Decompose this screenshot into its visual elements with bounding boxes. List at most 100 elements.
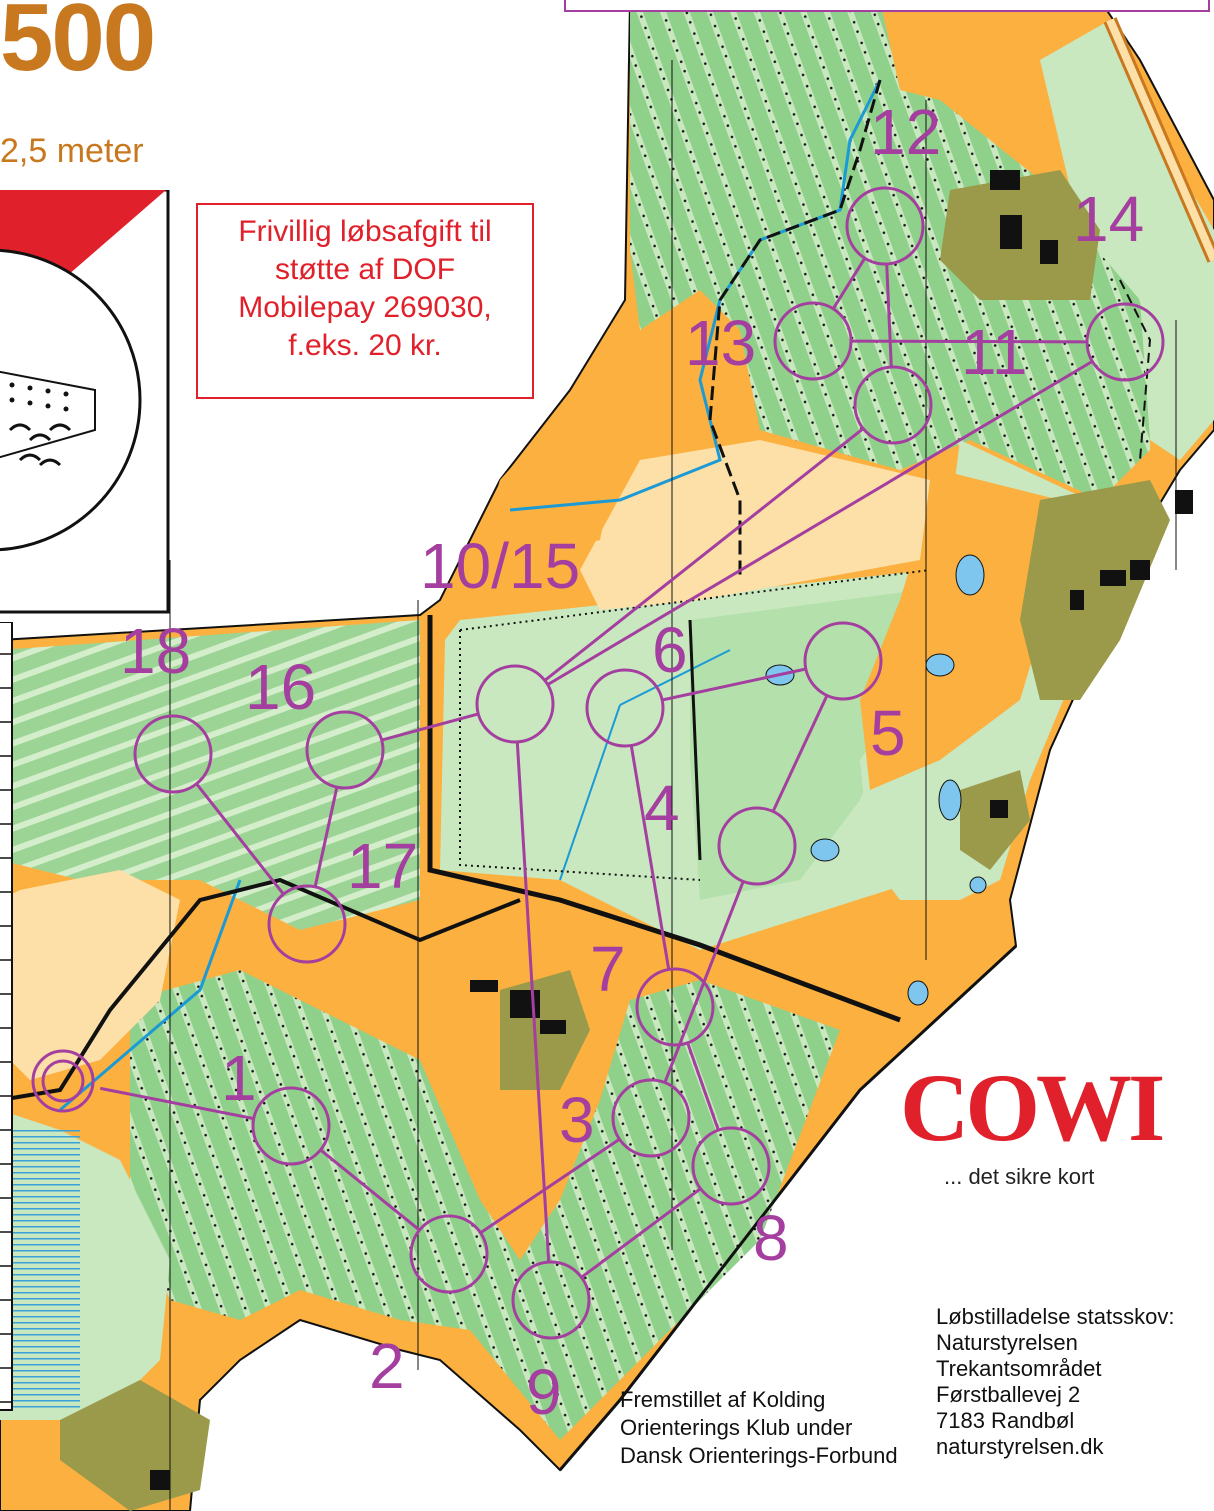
scale-text: 500 <box>0 0 156 91</box>
north-lines <box>169 60 1177 1511</box>
control-circle <box>773 301 853 381</box>
credit-line: Førstballevej 2 <box>936 1382 1081 1407</box>
railway-ne-inner <box>1106 18 1214 262</box>
fee-notice: Frivillig løbsafgift til støtte af DOF M… <box>196 203 534 399</box>
course-leg <box>771 694 829 813</box>
control-number: 11 <box>961 316 1028 388</box>
road-west <box>0 877 521 1102</box>
building-2 <box>1040 240 1058 264</box>
credit-line: Trekantsområdet <box>936 1356 1102 1381</box>
control-circle <box>691 1126 771 1206</box>
control-number: 2 <box>369 1330 405 1402</box>
control-number: 18 <box>120 615 192 687</box>
settlement-e <box>1020 480 1170 700</box>
control-number: 3 <box>559 1084 595 1156</box>
pond-4 <box>810 838 840 862</box>
credit-line: Dansk Orienterings-Forbund <box>620 1443 898 1468</box>
fence-center <box>459 569 931 631</box>
forest-sw <box>130 970 840 1440</box>
course-leg <box>546 360 1094 686</box>
course-leg <box>479 1137 621 1235</box>
marsh-west <box>0 1130 80 1410</box>
control-circle <box>845 186 925 266</box>
course-leg <box>661 667 807 702</box>
control-circle <box>717 806 797 886</box>
control-circle <box>611 1078 691 1158</box>
credit-line: Orienterings Klub under <box>620 1415 853 1440</box>
forest-west <box>0 620 420 930</box>
control-number: 17 <box>347 830 419 902</box>
course-leg <box>381 712 479 742</box>
course-leg <box>313 786 339 888</box>
fence-center2 <box>459 630 701 881</box>
water <box>59 79 987 1112</box>
control-circle <box>803 621 883 701</box>
course-info-box <box>564 0 1210 12</box>
course-leg <box>195 782 285 896</box>
path-east <box>1119 279 1152 461</box>
course-leg <box>831 257 867 310</box>
pond-5 <box>907 980 929 1006</box>
control-description-panel <box>0 190 170 614</box>
control-circle <box>409 1214 489 1294</box>
tracks <box>0 17 1214 1471</box>
control-circle <box>267 884 347 964</box>
settlement-sw <box>60 1380 210 1511</box>
cowi-tagline: ... det sikre kort <box>944 1164 1095 1189</box>
building-9 <box>510 990 540 1018</box>
contour-interval-text: 2,5 meter <box>0 132 144 170</box>
rough-open-3 <box>0 870 180 1080</box>
course-leg <box>580 1187 702 1279</box>
control-number: 14 <box>1073 183 1145 255</box>
boundary-se <box>558 944 1018 1471</box>
credit-line: Fremstillet af Kolding <box>620 1387 826 1412</box>
fee-line: Mobilepay 269030, <box>238 291 492 324</box>
building-6 <box>1130 560 1150 580</box>
course-leg <box>99 1086 255 1121</box>
rough-open-2 <box>470 390 620 580</box>
description-table-edge <box>0 622 13 1411</box>
building-4 <box>1100 570 1126 586</box>
control-circle <box>635 967 715 1047</box>
control-number: 9 <box>526 1356 562 1428</box>
course-leg <box>515 741 551 1263</box>
road-center <box>427 615 901 1023</box>
course-leg <box>629 745 671 970</box>
stream-center <box>559 704 621 881</box>
control-circle <box>475 664 555 744</box>
start-symbol-slope <box>0 370 96 459</box>
course-leg <box>686 1042 720 1131</box>
control-number: 12 <box>870 96 942 168</box>
course-leg <box>885 263 893 368</box>
building-8 <box>990 800 1008 818</box>
start-symbol-dots <box>9 382 69 412</box>
control-number: 16 <box>245 651 317 723</box>
course-leg <box>543 427 865 682</box>
control-number: 6 <box>652 614 688 686</box>
path-center <box>688 619 702 861</box>
fee-line: f.eks. 20 kr. <box>288 329 442 362</box>
control-number: 10/15 <box>420 530 581 602</box>
credit-line: Naturstyrelsen <box>936 1330 1078 1355</box>
control-circle <box>133 714 213 794</box>
pond-2 <box>925 653 955 677</box>
control-circle <box>305 710 385 790</box>
course-overprint <box>31 186 1165 1340</box>
control-number: 7 <box>590 933 626 1005</box>
course-leg <box>319 1148 421 1232</box>
building-10 <box>540 1020 566 1034</box>
pond-3 <box>938 779 962 821</box>
control-circle <box>251 1086 331 1166</box>
building-12 <box>150 1470 170 1490</box>
open-east <box>860 470 1060 790</box>
start-symbol-contours <box>8 423 72 467</box>
control-circle <box>1085 302 1165 382</box>
pond-1 <box>955 554 985 596</box>
building-11 <box>470 980 498 992</box>
control-circle <box>853 365 933 445</box>
start-symbol-circle <box>0 248 142 552</box>
control-number: 5 <box>870 697 906 769</box>
building-5 <box>1070 590 1084 610</box>
